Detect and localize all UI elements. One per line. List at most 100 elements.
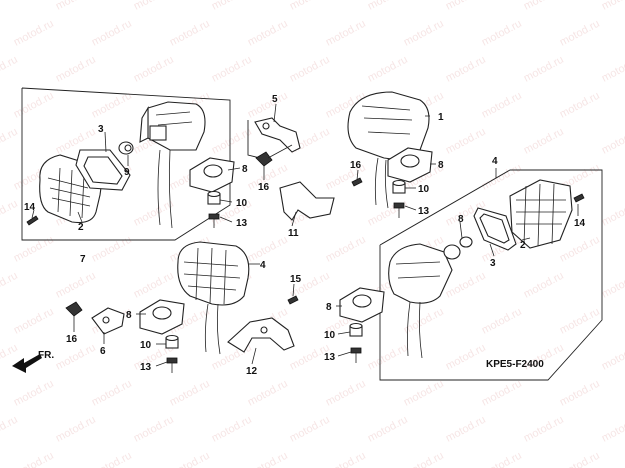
callout-6: 6 [100, 346, 106, 357]
mount-rubber-8-middle[interactable] [139, 299, 185, 335]
leader-lines [31, 103, 579, 367]
watermark-text: motod.ru [210, 54, 254, 85]
watermark-text: motod.ru [0, 198, 20, 229]
watermark-text: motod.ru [0, 54, 20, 85]
screw-14-left[interactable] [26, 215, 39, 226]
watermark-text: motod.ru [480, 90, 524, 121]
watermark-text: motod.ru [90, 18, 134, 49]
callout-8-lower-right: 8 [458, 214, 464, 225]
callout-9: 9 [124, 167, 130, 178]
callout-10-right: 10 [418, 184, 430, 195]
watermark-text: motod.ru [246, 90, 290, 121]
watermark-text: motod.ru [444, 414, 488, 445]
watermark-text: motod.ru [12, 378, 56, 409]
left-rear-gasket[interactable] [75, 149, 131, 191]
watermark-text: motod.ru [0, 0, 20, 13]
watermark-text: motod.ru [54, 0, 98, 13]
callout-2-right: 2 [520, 240, 526, 251]
left-rear-housing[interactable] [139, 101, 206, 229]
bolt-13-middle[interactable] [166, 357, 178, 373]
mount-rubber-8-top[interactable] [189, 157, 235, 193]
assembly-frame-7 [21, 87, 231, 241]
callout-1: 1 [438, 112, 444, 123]
callout-3: 3 [98, 124, 104, 135]
bracket-5[interactable] [254, 117, 301, 153]
mount-rubber-8-lower[interactable] [339, 287, 385, 323]
bolt-13-top[interactable] [208, 213, 220, 228]
bolt-13-lower[interactable] [350, 347, 362, 363]
watermark-text: motod.ru [12, 90, 56, 121]
watermark-text: motod.ru [480, 306, 524, 337]
watermark-text: motod.ru [402, 18, 446, 49]
watermark-text: motod.ru [558, 18, 602, 49]
watermark-text: motod.ru [558, 306, 602, 337]
left-rear-bulb[interactable] [118, 141, 134, 155]
watermark-text: motod.ru [54, 270, 98, 301]
watermark-text: motod.ru [444, 0, 488, 13]
assembly-frame-4 [379, 169, 603, 381]
callout-13-middle: 13 [140, 362, 152, 373]
watermark-text: motod.ru [246, 378, 290, 409]
bolt-13-right[interactable] [393, 202, 405, 218]
front-left-lamp[interactable] [177, 241, 250, 355]
callout-8: 8 [242, 164, 248, 175]
rear-right-bulb[interactable] [443, 236, 473, 260]
watermark-text: motod.ru [132, 0, 176, 13]
rear-right-lens[interactable] [509, 179, 573, 249]
watermark-text: motod.ru [210, 0, 254, 13]
callout-13: 13 [236, 218, 248, 229]
callout-8-lower: 8 [326, 302, 332, 313]
collar-10-top[interactable] [207, 190, 221, 205]
callout-labels: 3 9 2 14 7 5 8 10 13 16 11 1 8 16 10 13 … [24, 94, 586, 377]
watermark-text: motod.ru [54, 414, 98, 445]
watermark-text: motod.ru [480, 450, 524, 468]
watermark-text: motod.ru [12, 450, 56, 468]
rear-right-gasket[interactable] [473, 207, 517, 251]
callout-16-right: 16 [350, 160, 362, 171]
callout-5: 5 [272, 94, 278, 105]
stay-11[interactable] [279, 181, 335, 221]
watermark-text: motod.ru [12, 234, 56, 265]
stay-12[interactable] [227, 317, 295, 353]
watermark-text: motod.ru [90, 450, 134, 468]
callout-2: 2 [78, 222, 84, 233]
mount-rubber-8-right[interactable] [387, 147, 433, 183]
watermark-text: motod.ru [210, 126, 254, 157]
watermark-text: motod.ru [54, 342, 98, 373]
front-direction-arrow: FR. [12, 350, 54, 373]
rear-right-housing[interactable] [388, 243, 453, 359]
watermark-text: motod.ru [600, 54, 625, 85]
watermark-text: motod.ru [522, 126, 566, 157]
callout-7: 7 [80, 254, 86, 265]
watermark-text: motod.ru [324, 450, 368, 468]
watermark-text: motod.ru [522, 54, 566, 85]
watermark-text: motod.ru [210, 414, 254, 445]
collar-10-right[interactable] [392, 179, 406, 194]
watermark-text: motod.ru [12, 306, 56, 337]
bolt-16-top[interactable] [255, 144, 293, 167]
screw-14-right[interactable] [573, 193, 585, 203]
watermark-text: motod.ru [402, 378, 446, 409]
watermark-text: motod.ru [0, 414, 20, 445]
watermark-text: motod.ru [0, 126, 20, 157]
callout-3-right: 3 [490, 258, 496, 269]
watermark-text: motod.ru [90, 234, 134, 265]
collar-10-lower[interactable] [349, 322, 363, 337]
watermark-text: motod.ru [558, 90, 602, 121]
watermark-text: motod.ru [288, 414, 332, 445]
callout-13-lower: 13 [324, 352, 336, 363]
watermark-text: motod.ru [600, 414, 625, 445]
callout-12: 12 [246, 366, 258, 377]
plate-6[interactable] [91, 307, 125, 335]
collar-10-middle[interactable] [165, 334, 179, 349]
watermark-text: motod.ru [522, 0, 566, 13]
watermark-text: motod.ru [402, 306, 446, 337]
callout-4-right: 4 [492, 156, 498, 167]
watermark-text: motod.ru [168, 18, 212, 49]
screw-15[interactable] [287, 295, 299, 305]
callout-15: 15 [290, 274, 302, 285]
watermark-text: motod.ru [600, 198, 625, 229]
bolt-16-left[interactable] [65, 301, 83, 317]
front-right-housing[interactable] [347, 91, 430, 209]
callout-8-middle: 8 [126, 310, 132, 321]
